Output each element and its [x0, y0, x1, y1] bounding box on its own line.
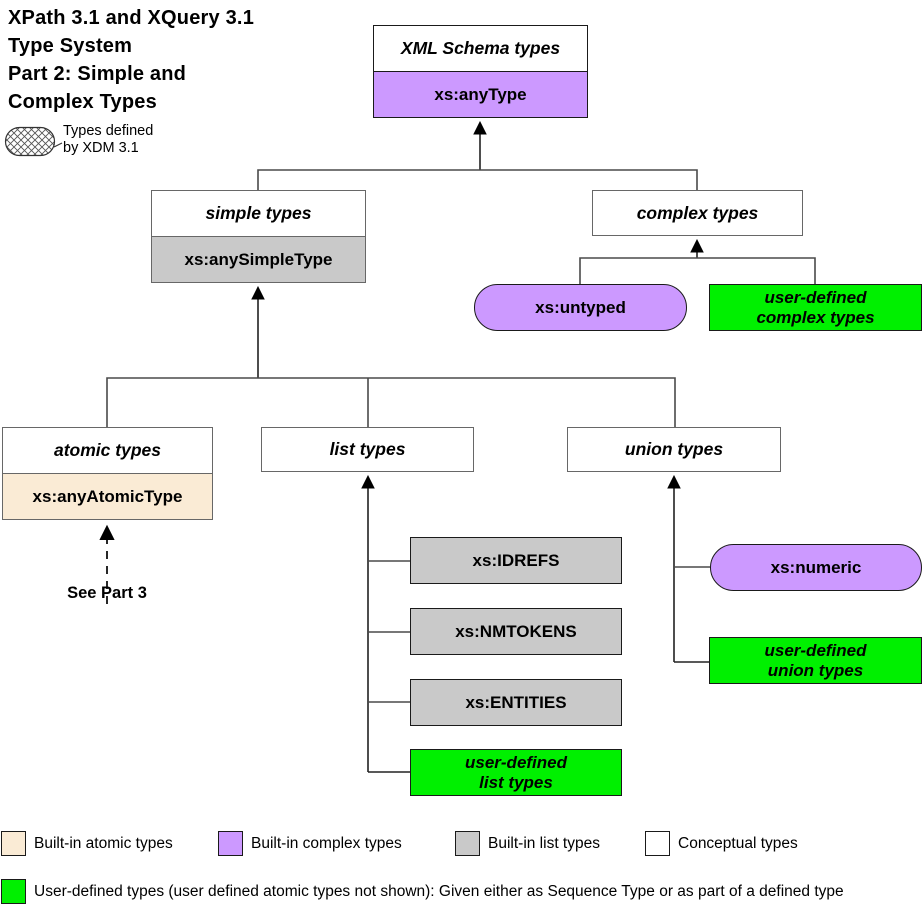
node-atomic-types: atomic types xs:anyAtomicType	[2, 427, 213, 520]
xdm-caption-line: by XDM 3.1	[63, 140, 139, 156]
see-part-3-note: See Part 3	[67, 584, 147, 602]
legend-built-in-atomic: Built-in atomic types	[1, 831, 173, 856]
legend-label-atomic: Built-in atomic types	[34, 834, 173, 852]
label-line: user-defined	[464, 752, 568, 772]
title-line: Type System	[8, 35, 133, 57]
user-defined-union-types-label: user-defined union types	[710, 638, 921, 683]
node-xs-idrefs: xs:IDREFS	[410, 537, 622, 584]
node-xs-nmtokens: xs:NMTOKENS	[410, 608, 622, 655]
xdm-caption-line: Types defined	[63, 123, 154, 139]
xs-entities-label: xs:ENTITIES	[465, 692, 567, 712]
node-user-defined-list-types: user-defined list types	[410, 749, 622, 796]
title-line: Complex Types	[8, 91, 157, 113]
legend-user-defined: User-defined types (user defined atomic …	[1, 879, 844, 904]
legend-built-in-list: Built-in list types	[455, 831, 600, 856]
node-xs-untyped: xs:untyped	[474, 284, 687, 331]
legend-label-user-defined: User-defined types (user defined atomic …	[34, 882, 844, 900]
node-xs-entities: xs:ENTITIES	[410, 679, 622, 726]
xs-anysimpletype-label: xs:anySimpleType	[152, 236, 365, 282]
user-defined-complex-types-label: user-defined complex types	[710, 285, 921, 330]
bracket-simple-children	[106, 377, 676, 427]
legend-swatch-list	[455, 831, 480, 856]
title-line: XPath 3.1 and XQuery 3.1	[8, 7, 255, 29]
label-line: union types	[767, 660, 864, 680]
node-simple-types: simple types xs:anySimpleType	[151, 190, 366, 283]
node-complex-types: complex types	[592, 190, 803, 236]
xdm-legend-caption: Types defined by XDM 3.1	[63, 123, 153, 157]
legend-swatch-atomic	[1, 831, 26, 856]
xs-nmtokens-label: xs:NMTOKENS	[455, 621, 577, 641]
node-xml-schema-types: XML Schema types xs:anyType	[373, 25, 588, 118]
diagram-title: XPath 3.1 and XQuery 3.1 Type System Par…	[8, 4, 348, 116]
legend-swatch-user-defined	[1, 879, 26, 904]
legend-label-list: Built-in list types	[488, 834, 600, 852]
xdm-pill-tick	[53, 142, 63, 148]
legend-label-complex: Built-in complex types	[251, 834, 402, 852]
node-list-types: list types	[261, 427, 474, 472]
xs-untyped-label: xs:untyped	[535, 297, 626, 317]
node-user-defined-union-types: user-defined union types	[709, 637, 922, 684]
xs-anyatomictype-label: xs:anyAtomicType	[3, 473, 212, 519]
bracket-complex-children	[579, 257, 816, 284]
atomic-types-header: atomic types	[3, 428, 212, 473]
simple-types-header: simple types	[152, 191, 365, 236]
label-line: user-defined	[764, 640, 867, 660]
xml-schema-types-header: XML Schema types	[374, 26, 587, 71]
title-line: Part 2: Simple and	[8, 63, 187, 85]
union-types-header: union types	[568, 428, 780, 471]
complex-types-header: complex types	[593, 191, 802, 235]
xdm-hatched-pill	[4, 126, 56, 157]
xs-anytype-label: xs:anyType	[374, 71, 587, 117]
legend-built-in-complex: Built-in complex types	[218, 831, 402, 856]
label-line: complex types	[756, 307, 875, 327]
list-types-header: list types	[262, 428, 473, 471]
legend-label-conceptual: Conceptual types	[678, 834, 798, 852]
xs-numeric-label: xs:numeric	[770, 557, 862, 577]
label-line: list types	[479, 772, 553, 792]
node-union-types: union types	[567, 427, 781, 472]
node-user-defined-complex-types: user-defined complex types	[709, 284, 922, 331]
label-line: user-defined	[764, 287, 867, 307]
legend-conceptual: Conceptual types	[645, 831, 798, 856]
legend-swatch-complex	[218, 831, 243, 856]
xs-idrefs-label: xs:IDREFS	[472, 550, 560, 570]
bracket-schema-children	[257, 169, 698, 190]
node-xs-numeric: xs:numeric	[710, 544, 922, 591]
legend-swatch-conceptual	[645, 831, 670, 856]
user-defined-list-types-label: user-defined list types	[411, 750, 621, 795]
